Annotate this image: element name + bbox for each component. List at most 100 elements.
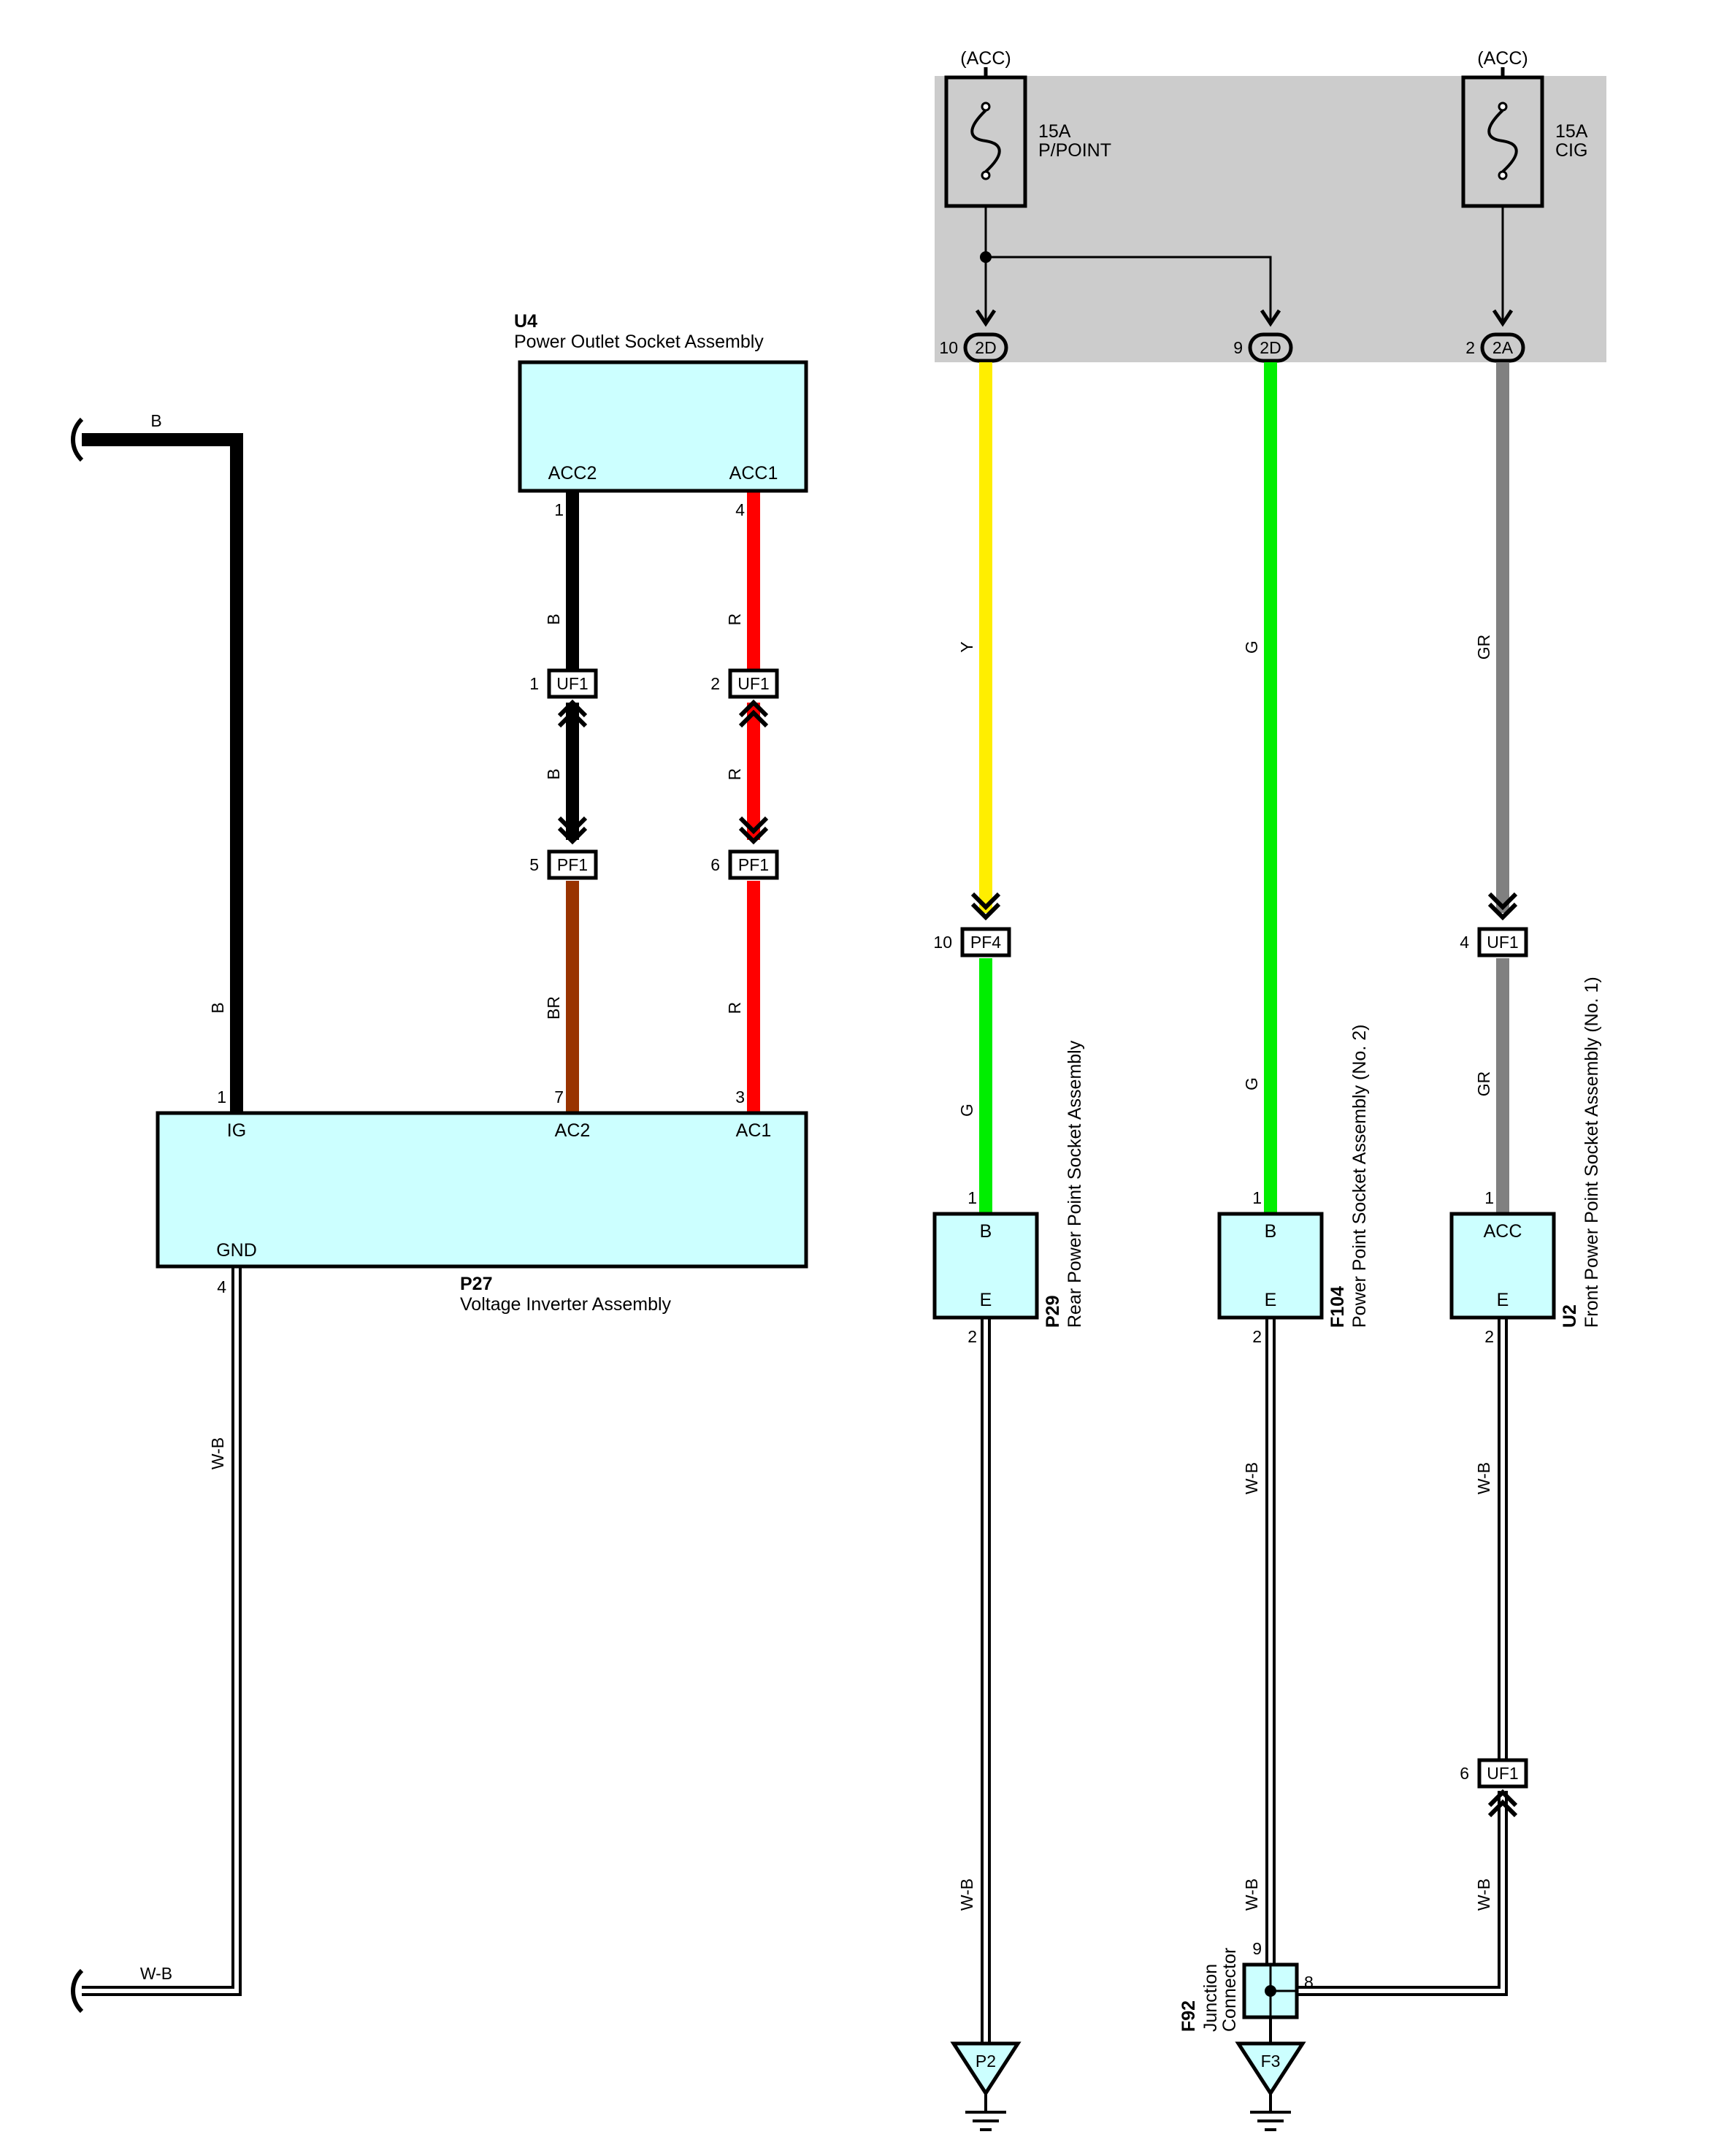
p27-term-ac2: AC2 xyxy=(555,1120,591,1141)
f92-splice xyxy=(1265,1985,1276,1997)
wire-label-g-bottom: G xyxy=(1242,1077,1261,1090)
svg-text:P2: P2 xyxy=(976,2052,996,2071)
svg-text:1: 1 xyxy=(529,674,539,693)
u4-term-acc2: ACC2 xyxy=(548,463,597,483)
wire-label-wb-p29: W-B xyxy=(957,1878,976,1911)
f104-code: F104 xyxy=(1327,1286,1348,1328)
svg-text:UF1: UF1 xyxy=(737,674,769,693)
fuse-pp-icon xyxy=(970,102,1001,180)
wire-label-b-ig: B xyxy=(208,1002,227,1013)
terminal-2d-9: 2D 9 xyxy=(1233,332,1293,363)
p27-term-ac1: AC1 xyxy=(736,1120,772,1141)
wire-label-gr-bottom: GR xyxy=(1474,1071,1493,1097)
f92-pin-out: 8 xyxy=(1304,1973,1314,1992)
svg-text:2A: 2A xyxy=(1492,338,1514,357)
p29-term-b: B xyxy=(980,1221,992,1242)
u4-term-acc1: ACC1 xyxy=(729,463,778,483)
svg-text:F3: F3 xyxy=(1261,2052,1281,2071)
f92-name-1: Junction xyxy=(1200,1964,1221,2032)
wire-label-br: BR xyxy=(544,996,563,1020)
u2-term-e: E xyxy=(1497,1290,1509,1310)
wire-labels: B B B B BR R R R Y G G G GR GR W-B W-B W… xyxy=(140,411,1493,1983)
wire-label-wb-left: W-B xyxy=(140,1964,172,1983)
wire-label-b-top: B xyxy=(150,411,161,430)
svg-text:4: 4 xyxy=(1460,933,1469,952)
wire-label-wb-u2-top: W-B xyxy=(1474,1462,1493,1494)
svg-text:2: 2 xyxy=(1465,338,1475,357)
svg-text:6: 6 xyxy=(710,855,720,874)
wire-label-wb-u2-bottom: W-B xyxy=(1474,1878,1493,1911)
wire-label-r-mid: R xyxy=(725,768,744,781)
u2-name: Front Power Point Socket Assembly (No. 1… xyxy=(1582,976,1602,1328)
wire-label-b-acc2: B xyxy=(544,613,563,624)
wire-label-r-acc1: R xyxy=(725,613,744,626)
f104-name: Power Point Socket Assembly (No. 2) xyxy=(1349,1025,1370,1328)
connector-pf1-5: PF1 5 xyxy=(529,849,598,880)
f92-code: F92 xyxy=(1179,2000,1199,2032)
fuse-cig-rating: 15A xyxy=(1555,121,1588,142)
wire-label-g-p29: G xyxy=(957,1104,976,1117)
arrow-down-icon xyxy=(975,309,1514,327)
wb-wires xyxy=(71,1266,1508,2042)
p29-box xyxy=(932,1212,1039,1320)
connector-pf4-10: PF4 10 xyxy=(933,927,1011,957)
u2-box xyxy=(1449,1212,1556,1320)
svg-text:5: 5 xyxy=(529,855,539,874)
svg-text:PF1: PF1 xyxy=(738,855,769,874)
p27-name: Voltage Inverter Assembly xyxy=(460,1294,672,1315)
u4-code: U4 xyxy=(514,311,537,332)
fuse-pp-rating: 15A xyxy=(1038,121,1071,142)
svg-text:9: 9 xyxy=(1233,338,1243,357)
u4-pin-acc2: 1 xyxy=(554,500,564,519)
p27-term-gnd: GND xyxy=(216,1240,257,1261)
wire-label-wb-f104-top: W-B xyxy=(1242,1462,1261,1494)
f92-name-2: Connector xyxy=(1219,1948,1240,2032)
u2-term-acc: ACC xyxy=(1484,1221,1522,1242)
svg-text:2D: 2D xyxy=(1260,338,1281,357)
fuse-cig-name: CIG xyxy=(1555,140,1587,161)
fuse-cig-source: (ACC) xyxy=(1477,48,1528,69)
ground-p2: P2 xyxy=(950,2041,1022,2131)
p27-pin-ig: 1 xyxy=(217,1087,226,1106)
u4-pin-acc1: 4 xyxy=(735,500,745,519)
connector-uf1-4: UF1 4 xyxy=(1460,927,1528,957)
fuse-pp-source: (ACC) xyxy=(960,48,1011,69)
p27-box xyxy=(156,1111,808,1269)
connector-uf1-2: UF1 2 xyxy=(710,668,779,699)
wire-label-b-mid: B xyxy=(544,768,563,779)
p29-pin-b: 1 xyxy=(967,1188,977,1207)
svg-text:PF4: PF4 xyxy=(970,933,1001,952)
f104-pin-b: 1 xyxy=(1252,1188,1262,1207)
wire-label-r-ac1: R xyxy=(725,1002,744,1014)
f104-term-b: B xyxy=(1265,1221,1277,1242)
wire-label-wb-p27: W-B xyxy=(208,1437,227,1469)
p29-name: Rear Power Point Socket Assembly xyxy=(1065,1040,1085,1328)
fuse-pp-name: P/POINT xyxy=(1038,140,1111,161)
svg-text:2D: 2D xyxy=(975,338,996,357)
svg-text:UF1: UF1 xyxy=(556,674,588,693)
svg-text:UF1: UF1 xyxy=(1487,933,1518,952)
svg-text:2: 2 xyxy=(710,674,720,693)
svg-text:UF1: UF1 xyxy=(1487,1764,1518,1783)
terminal-2d-10: 2D 10 xyxy=(939,332,1008,363)
fuse-cig-icon xyxy=(1487,102,1518,180)
svg-text:10: 10 xyxy=(939,338,958,357)
p27-code: P27 xyxy=(460,1274,492,1294)
u2-pin-e: 2 xyxy=(1484,1327,1494,1346)
wire-label-wb-f104-bottom: W-B xyxy=(1242,1878,1261,1911)
u2-pin-acc: 1 xyxy=(1484,1188,1494,1207)
ground-f3: F3 xyxy=(1235,2041,1306,2131)
ground-icon xyxy=(965,2111,1006,2131)
connector-pf1-6: PF1 6 xyxy=(710,849,779,880)
p27-pin-ac2: 7 xyxy=(554,1087,564,1106)
wire-label-y: Y xyxy=(957,641,976,652)
connector-uf1-6: UF1 6 xyxy=(1460,1758,1528,1789)
svg-text:10: 10 xyxy=(933,933,952,952)
connector-arrow-icons xyxy=(557,699,1518,1818)
f104-term-e: E xyxy=(1265,1290,1277,1310)
f104-box xyxy=(1217,1212,1324,1320)
svg-text:6: 6 xyxy=(1460,1764,1469,1783)
u4-box xyxy=(518,360,808,493)
u2-code: U2 xyxy=(1560,1304,1580,1328)
